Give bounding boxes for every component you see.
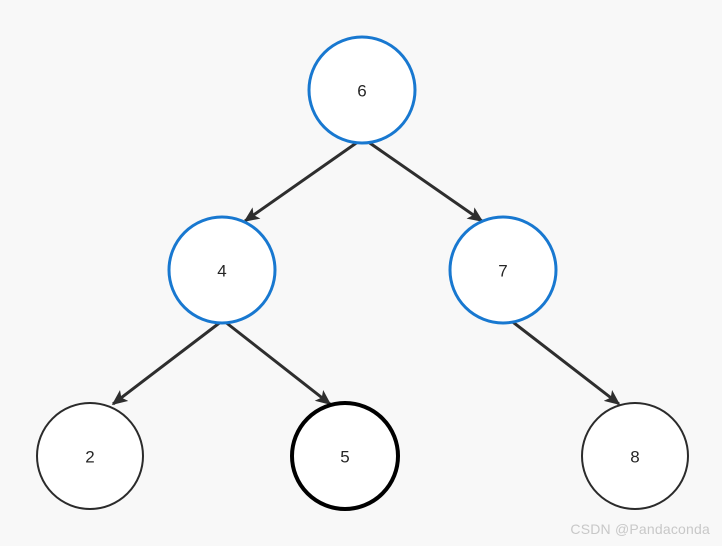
tree-edge-n7-to-n8 — [504, 314, 621, 406]
tree-node-8[interactable]: 8 — [581, 402, 689, 510]
node-label-5: 5 — [340, 448, 349, 467]
node-label-8: 8 — [630, 448, 639, 467]
node-label-4: 4 — [217, 262, 226, 281]
tree-edge-n6-to-n4 — [243, 137, 363, 223]
tree-node-4[interactable]: 4 — [167, 215, 277, 325]
node-circle-2[interactable] — [36, 402, 144, 510]
tree-nodes: 6 4 7 2 5 8 — [36, 35, 689, 511]
tree-edges — [111, 137, 621, 406]
node-circle-5[interactable] — [290, 401, 400, 511]
tree-edge-n4-to-n2 — [111, 319, 223, 406]
tree-edge-n4-to-n5 — [223, 319, 332, 406]
tree-node-2[interactable]: 2 — [36, 402, 144, 510]
node-circle-4[interactable] — [167, 215, 277, 325]
tree-node-5[interactable]: 5 — [290, 401, 400, 511]
watermark-label: CSDN @Pandaconda — [570, 521, 710, 537]
tree-node-6[interactable]: 6 — [307, 35, 417, 145]
node-circle-6[interactable] — [307, 35, 417, 145]
node-label-6: 6 — [357, 82, 366, 101]
tree-edge-n6-to-n7 — [363, 137, 484, 223]
tree-node-7[interactable]: 7 — [448, 215, 558, 325]
node-circle-7[interactable] — [448, 215, 558, 325]
node-circle-8[interactable] — [581, 402, 689, 510]
node-label-2: 2 — [85, 448, 94, 467]
node-label-7: 7 — [498, 262, 507, 281]
